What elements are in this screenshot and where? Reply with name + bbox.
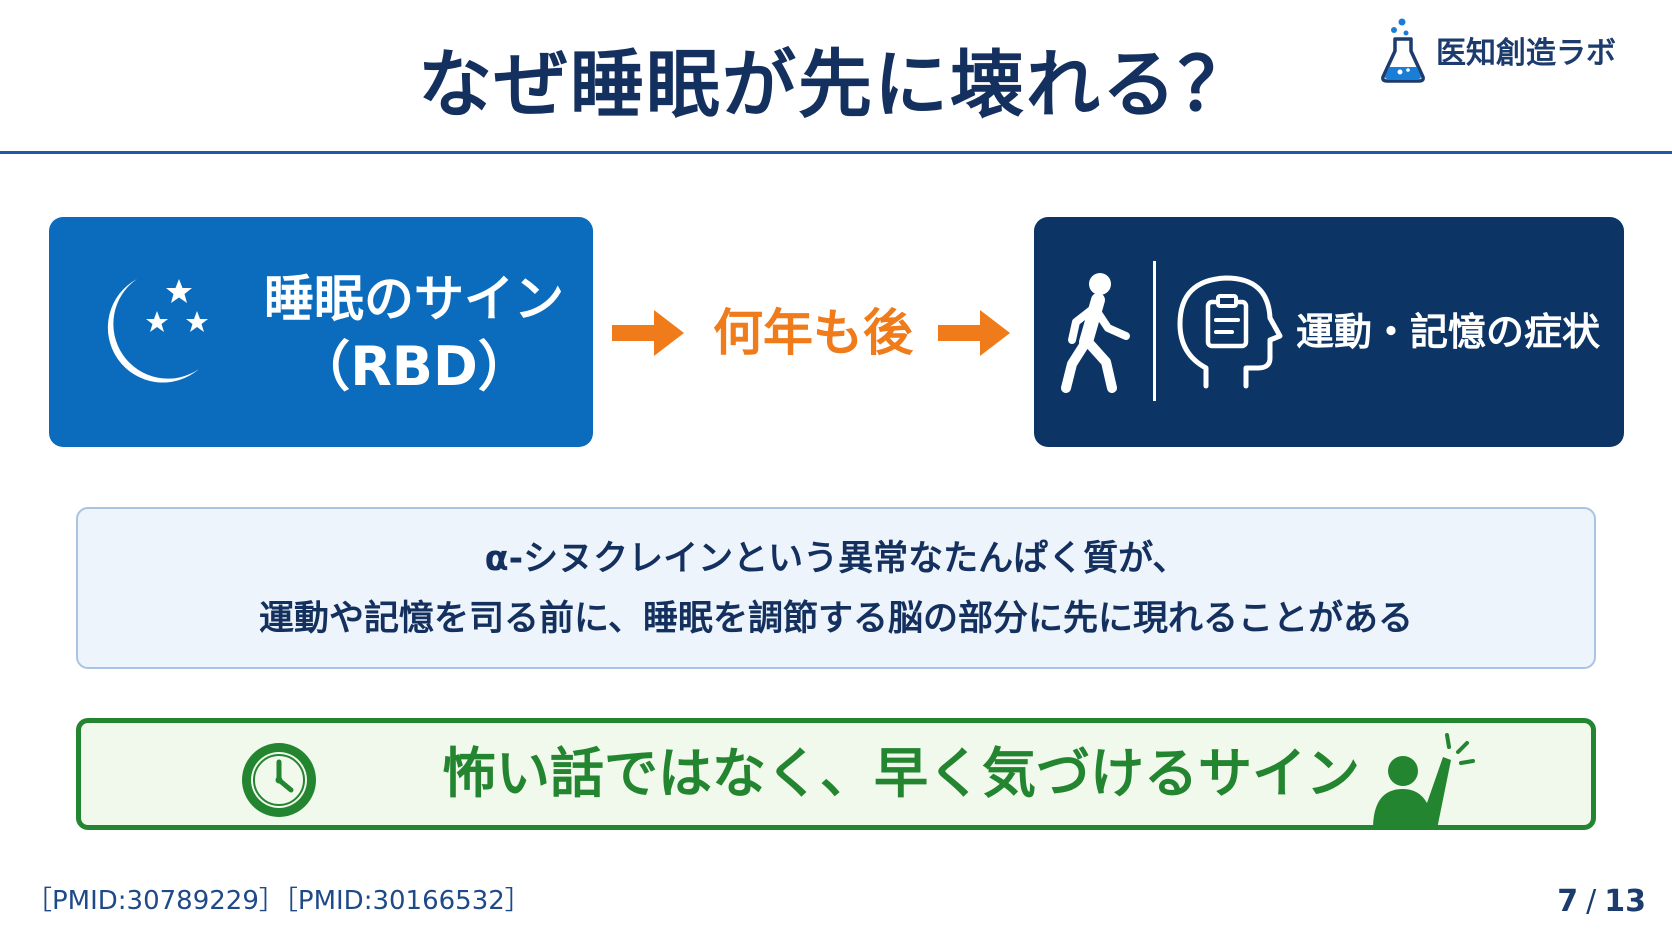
raised-hand-person-icon [1373, 733, 1475, 829]
clock-icon [242, 743, 316, 817]
reassurance-callout: 怖い話ではなく、早く気づけるサイン [76, 718, 1596, 830]
page-indicator: 7/13 [1557, 884, 1646, 919]
sleep-sign-box: 睡眠のサイン （RBD） [49, 217, 593, 447]
head-clipboard-icon [1177, 275, 1283, 389]
title-divider [0, 151, 1672, 154]
motor-memory-box: 運動・記憶の症状 [1034, 217, 1624, 447]
explanation-line-1: α-シヌクレインという異常なたんぱく質が、 [484, 539, 1188, 579]
page-separator: / [1586, 884, 1597, 919]
years-later-label: 何年も後 [713, 304, 913, 362]
arrow-right-icon [612, 310, 684, 356]
brand-name: 医知創造ラボ [1436, 36, 1616, 71]
slide-title: なぜ睡眠が先に壊れる？ [418, 42, 1254, 128]
motor-memory-label: 運動・記憶の症状 [1296, 310, 1601, 354]
divider [1153, 261, 1156, 401]
callout-message: 怖い話ではなく、早く気づけるサイン [442, 742, 1360, 805]
explanation-line-2: 運動や記憶を司る前に、睡眠を調節する脳の部分に先に現れることがある [259, 599, 1413, 639]
current-page: 7 [1557, 884, 1579, 919]
walking-person-icon [1061, 273, 1130, 393]
total-pages: 13 [1604, 884, 1646, 919]
arrow-right-icon [938, 310, 1010, 356]
sleep-sign-label: 睡眠のサイン [264, 270, 564, 328]
flask-icon [1381, 18, 1425, 83]
references: ［PMID:30789229］［PMID:30166532］ [26, 886, 531, 916]
brand-logo: 医知創造ラボ [1380, 14, 1616, 86]
transition-row: 何年も後 [612, 300, 1012, 366]
rbd-label: （RBD） [296, 335, 532, 398]
explanation-box: α-シヌクレインという異常なたんぱく質が、 運動や記憶を司る前に、睡眠を調節する… [76, 507, 1596, 669]
moon-stars-icon [107, 279, 208, 383]
